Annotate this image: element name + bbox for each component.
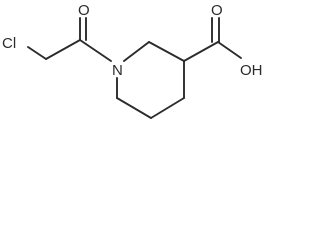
bond-ring-n-c2 bbox=[123, 41, 150, 62]
bond-ch2-carbonyl bbox=[45, 39, 81, 60]
acid-carbonyl-oxygen-label: O bbox=[211, 2, 223, 19]
hydroxyl-group-label: OH bbox=[240, 62, 263, 79]
bond-cl-ch2 bbox=[27, 46, 47, 60]
structural-formula: Cl O N O OH bbox=[2, 2, 263, 119]
bond-ring-c2-c3 bbox=[148, 41, 185, 62]
ketone-oxygen-label: O bbox=[78, 2, 90, 19]
bond-c3-acid-carbon bbox=[183, 41, 219, 62]
bond-acid-hydroxyl bbox=[217, 41, 242, 59]
bond-ring-c4-c5 bbox=[150, 97, 185, 119]
chlorine-atom-label: Cl bbox=[2, 35, 16, 52]
nitrogen-atom-label: N bbox=[112, 62, 123, 79]
bond-carbonyl-nitrogen bbox=[79, 39, 112, 62]
bond-ring-c5-c6 bbox=[116, 97, 152, 119]
